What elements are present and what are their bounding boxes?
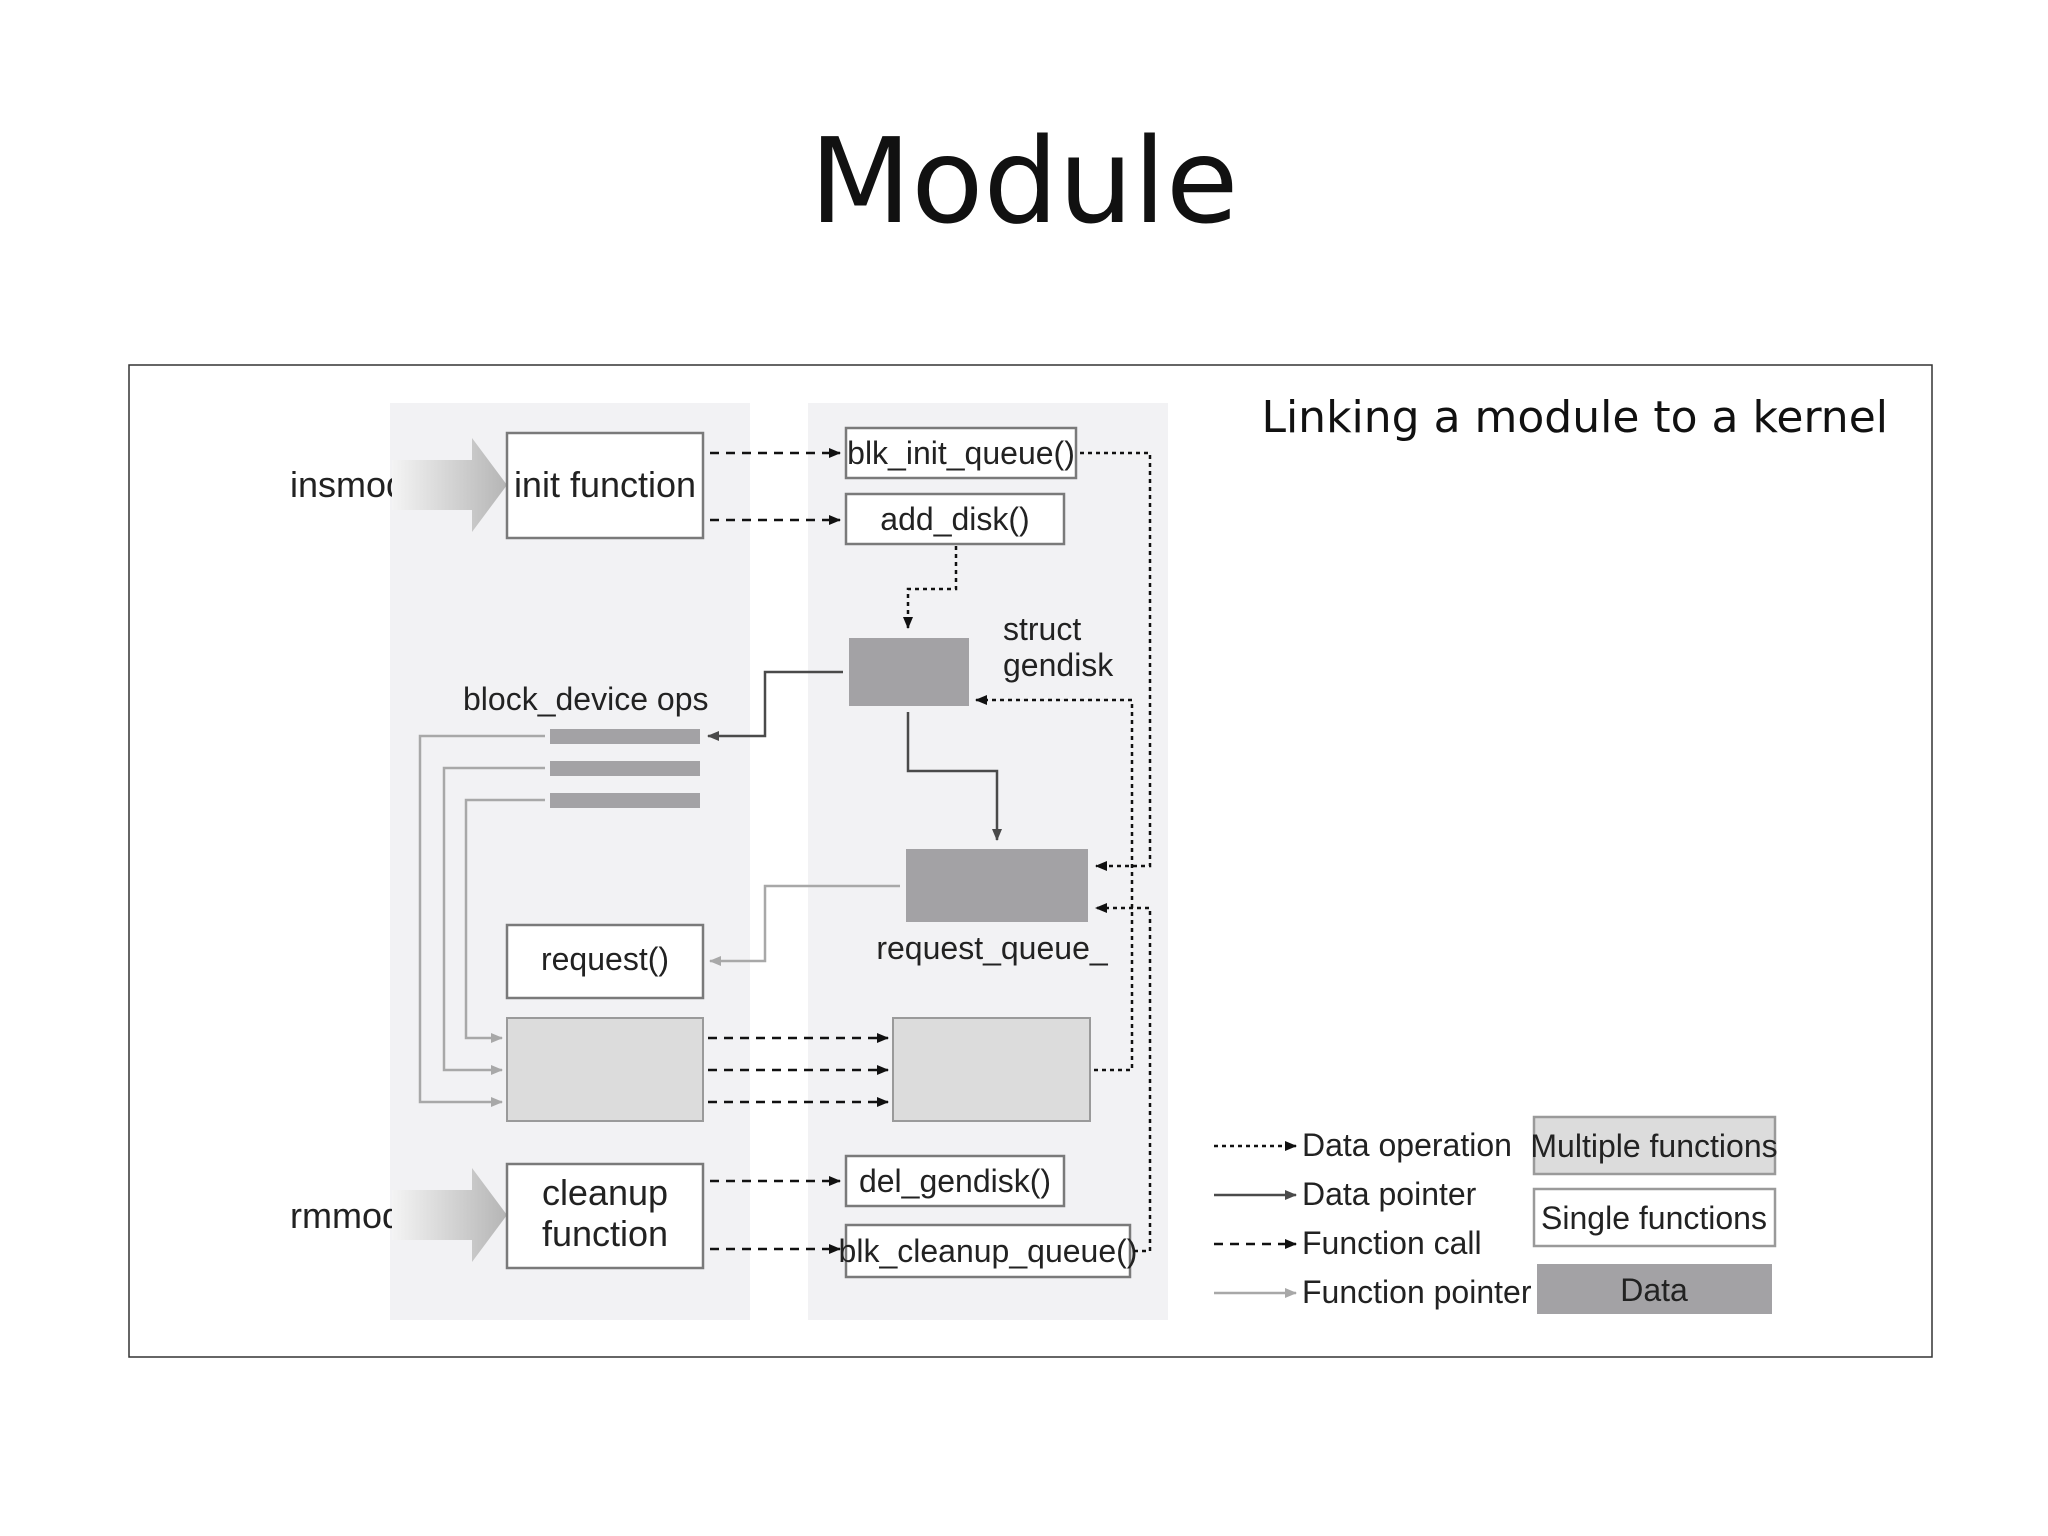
legend-data-box [1537,1264,1772,1314]
cleanup-function-label-1: cleanup [542,1172,668,1213]
insmod-arrow [392,438,507,532]
legend-single-functions-box [1532,1187,1777,1248]
del-gendisk-label: del_gendisk() [859,1163,1051,1199]
ops-entry-2 [550,761,700,776]
func-pointer-ops-1 [418,734,545,1107]
pointer-gendisk-to-request-queue [906,712,1002,841]
figure-caption: Linking a module to a kernel [1261,392,1888,443]
func-pointer-ops-2 [442,766,545,1075]
block-device-ops-label: block_device ops [463,681,708,717]
rmmod-label: rmmod [290,1195,402,1236]
kernel-functions-box [892,1017,1091,1122]
request-queue-data-box [906,849,1088,922]
slide-title: Module [809,112,1239,250]
cleanup-function-box [505,1162,705,1270]
cleanup-function-label-2: function [542,1213,668,1254]
del-gendisk-box [844,1154,1066,1208]
module-functions-box [506,1017,704,1122]
request-function-label: request() [541,941,669,977]
legend-multiple-functions-label: Multiple functions [1530,1128,1777,1164]
gendisk-data-box [849,638,969,706]
blk-init-queue-label: blk_init_queue() [847,435,1075,471]
struct-gendisk-label-2: gendisk [1003,647,1114,683]
add-disk-box [844,492,1066,546]
ops-entry-1 [550,729,700,744]
pointer-gendisk-to-ops [707,670,843,741]
blk-cleanup-queue-label: blk_cleanup_queue() [839,1233,1138,1269]
legend-function-pointer-label: Function pointer [1302,1274,1532,1310]
legend-data-operation-label: Data operation [1302,1127,1512,1163]
struct-gendisk-label-1: struct [1003,611,1081,647]
ops-entry-3 [550,793,700,808]
data-op-blk-init-to-request-queue [1080,451,1152,871]
blk-init-queue-box [844,426,1078,480]
legend-function-call-label: Function call [1302,1225,1482,1261]
func-pointer-ops-3 [464,798,545,1043]
init-function-box [505,431,705,540]
data-op-blk-cleanup-to-request-queue [1095,903,1152,1253]
add-disk-label: add_disk() [880,501,1029,537]
legend-data-label: Data [1620,1272,1688,1308]
data-op-kernel-functions-to-gendisk [975,695,1134,1072]
func-pointer-queue-to-request [709,884,900,966]
request-function-box [505,923,705,1000]
legend-single-functions-label: Single functions [1541,1200,1767,1236]
blk-cleanup-queue-box [844,1223,1132,1279]
init-function-label: init function [514,464,696,505]
legend-data-pointer-label: Data pointer [1302,1176,1477,1212]
request-queue-label: request_queue_ [876,930,1109,966]
insmod-label: insmod [290,464,406,505]
legend-multiple-functions-box [1532,1115,1777,1176]
rmmod-arrow [392,1168,507,1262]
data-op-add-disk-to-gendisk [903,546,958,629]
